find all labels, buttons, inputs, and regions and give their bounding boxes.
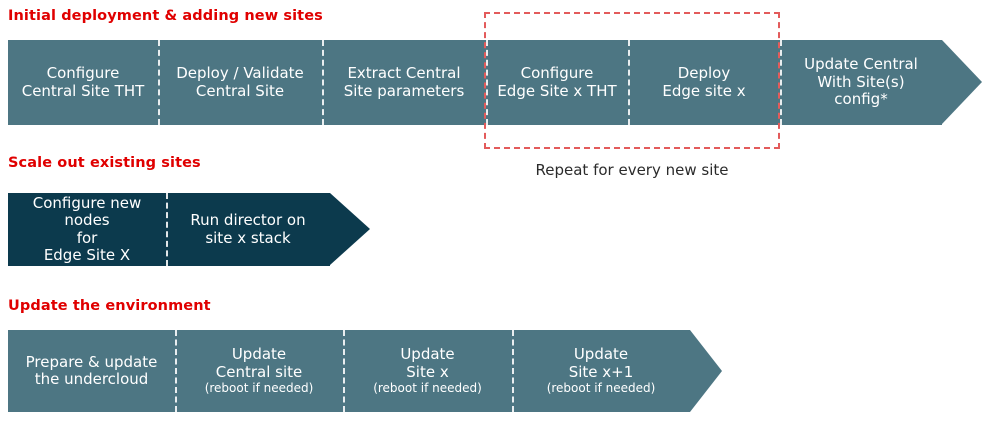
step-line-1: Update	[400, 345, 455, 364]
step-line-1: Update	[231, 345, 287, 364]
step-line-1: Deploy	[677, 64, 731, 83]
step-line-1: Update	[573, 345, 629, 364]
step-line-2: Edge Site x THT	[497, 81, 617, 100]
step-line-2: Edge site x	[662, 81, 746, 100]
process-arrow-initial-deployment: Configure Central Site THT Deploy / Vali…	[8, 40, 982, 125]
step-line-1: Run director on	[190, 211, 306, 230]
step-line-1: Update Central	[804, 55, 918, 74]
step-sub-note: (reboot if needed)	[546, 380, 656, 395]
step-line-2: Site x+1	[568, 362, 634, 381]
section-title-scale-out: Scale out existing sites	[8, 155, 201, 171]
step-configure-new-nodes-edge-site-x[interactable]: Configure new nodes for Edge Site X	[8, 193, 166, 266]
section-title-initial-deployment: Initial deployment & adding new sites	[8, 8, 323, 24]
step-sub-note: (reboot if needed)	[204, 380, 314, 395]
process-arrow-scale-out: Configure new nodes for Edge Site X Run …	[8, 193, 370, 266]
arrowhead-icon	[942, 40, 982, 124]
repeat-callout-box	[484, 12, 780, 149]
step-line-1: Configure	[46, 64, 120, 83]
step-configure-central-site-tht[interactable]: Configure Central Site THT	[8, 40, 158, 125]
process-arrow-update-environment: Prepare & update the undercloud Update C…	[8, 330, 722, 412]
step-update-site-x-plus-1[interactable]: Update Site x+1 (reboot if needed)	[512, 330, 690, 412]
section-title-update-environment: Update the environment	[8, 298, 211, 314]
step-line-1: Extract Central	[347, 64, 461, 83]
step-line-1: Deploy / Validate	[176, 64, 304, 83]
step-line-2: for	[76, 228, 98, 247]
step-line-3: Edge Site X	[43, 245, 131, 264]
step-update-site-x[interactable]: Update Site x (reboot if needed)	[343, 330, 512, 412]
step-line-1: Configure	[520, 64, 594, 83]
step-line-2: Site x	[406, 362, 449, 381]
step-line-2: Central Site	[195, 81, 285, 100]
step-deploy-validate-central-site[interactable]: Deploy / Validate Central Site	[158, 40, 322, 125]
step-line-1: Prepare & update	[25, 352, 158, 371]
step-run-director-on-site-x-stack[interactable]: Run director on site x stack	[166, 193, 330, 266]
step-line-2: With Site(s)	[817, 72, 905, 91]
step-prepare-update-undercloud[interactable]: Prepare & update the undercloud	[8, 330, 175, 412]
step-line-2: the undercloud	[34, 370, 149, 388]
step-line-2: Central Site THT	[21, 81, 145, 100]
step-deploy-edge-site-x[interactable]: Deploy Edge site x	[628, 40, 780, 125]
step-extract-central-site-parameters[interactable]: Extract Central Site parameters	[322, 40, 486, 125]
step-line-1: Configure new nodes	[32, 193, 142, 230]
arrowhead-icon	[690, 330, 722, 412]
step-update-central-site[interactable]: Update Central site (reboot if needed)	[175, 330, 343, 412]
step-sub-note: (reboot if needed)	[373, 380, 482, 395]
step-line-2: site x stack	[205, 228, 291, 247]
step-update-central-with-sites-config[interactable]: Update Central With Site(s) config*	[780, 40, 942, 125]
step-line-2: Central site	[215, 362, 303, 381]
arrowhead-icon	[330, 193, 370, 265]
repeat-callout-caption: Repeat for every new site	[535, 161, 729, 179]
step-configure-edge-site-x-tht[interactable]: Configure Edge Site x THT	[486, 40, 628, 125]
step-line-2: Site parameters	[343, 81, 465, 100]
step-line-3: config*	[834, 90, 888, 109]
